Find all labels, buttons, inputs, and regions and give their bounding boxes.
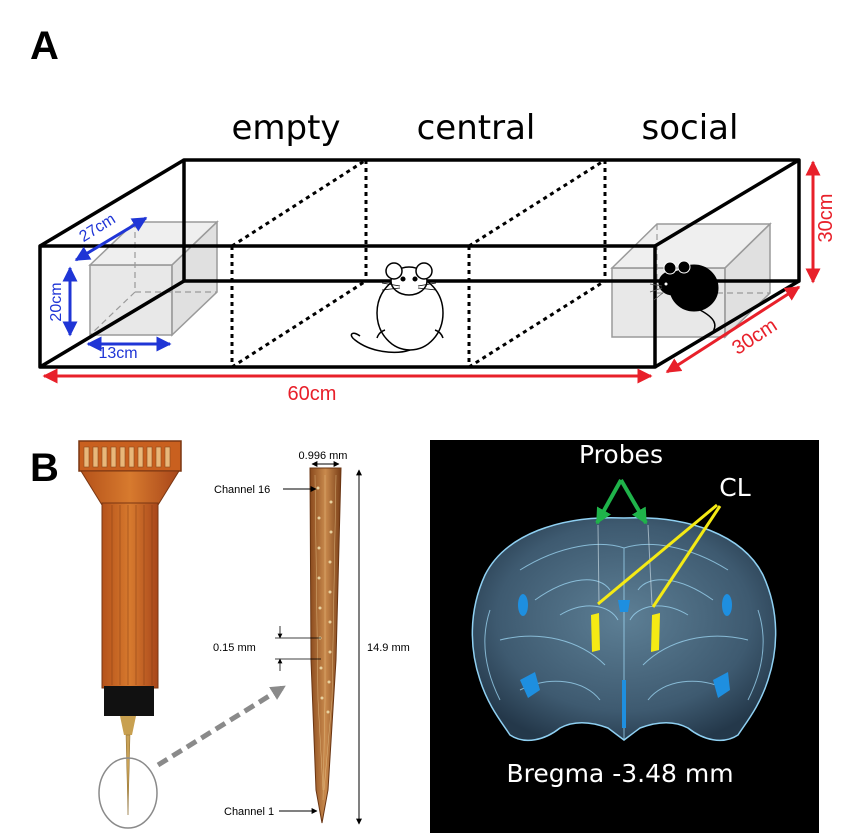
electrode-spacing-label: 0.15 mm [213, 642, 256, 654]
channel-1-label: Channel 1 [224, 806, 274, 818]
cup-width-label: 13cm [98, 345, 137, 362]
shank-length-label: 14.9 mm [367, 642, 410, 654]
test-mouse-icon [350, 262, 444, 353]
three-chamber-apparatus: empty central social [38, 108, 837, 405]
cl-label: CL [719, 473, 750, 502]
cup-depth-arrow [74, 216, 148, 262]
zoom-arrow [156, 685, 286, 768]
channel-16-label: Channel 16 [214, 484, 270, 496]
cup-height-label: 20cm [48, 282, 65, 321]
panel-label-b: B [30, 446, 59, 490]
brain-section-panel: Probes CL Bregma -3.48 mm [430, 440, 819, 833]
chamber-partitions [230, 158, 607, 369]
height-label: 30cm [815, 194, 837, 243]
cl-target-region [591, 613, 660, 652]
probes-arrow-left [595, 479, 623, 525]
flexible-probe-photo [78, 440, 182, 829]
shank-width-label: 0.996 mm [299, 450, 348, 462]
probe-tip-highlight-circle [98, 757, 158, 829]
bregma-label: Bregma -3.48 mm [506, 759, 733, 788]
cl-pointer-right [651, 505, 722, 608]
probes-label: Probes [579, 440, 663, 469]
ventricles [518, 594, 732, 728]
panel-label-a: A [30, 24, 59, 68]
chamber-label-empty: empty [231, 108, 340, 148]
depth-arrow [665, 285, 801, 374]
probe-shank-closeup: 0.996 mm Channel 16 Channel 1 0.15 mm 14… [213, 450, 410, 825]
probes-arrow-right [619, 478, 648, 525]
cl-pointer-left [597, 503, 718, 606]
chamber-label-social: social [642, 108, 739, 148]
length-label: 60cm [288, 383, 337, 405]
cup-depth-label: 27cm [77, 211, 119, 246]
chamber-label-central: central [417, 108, 536, 148]
